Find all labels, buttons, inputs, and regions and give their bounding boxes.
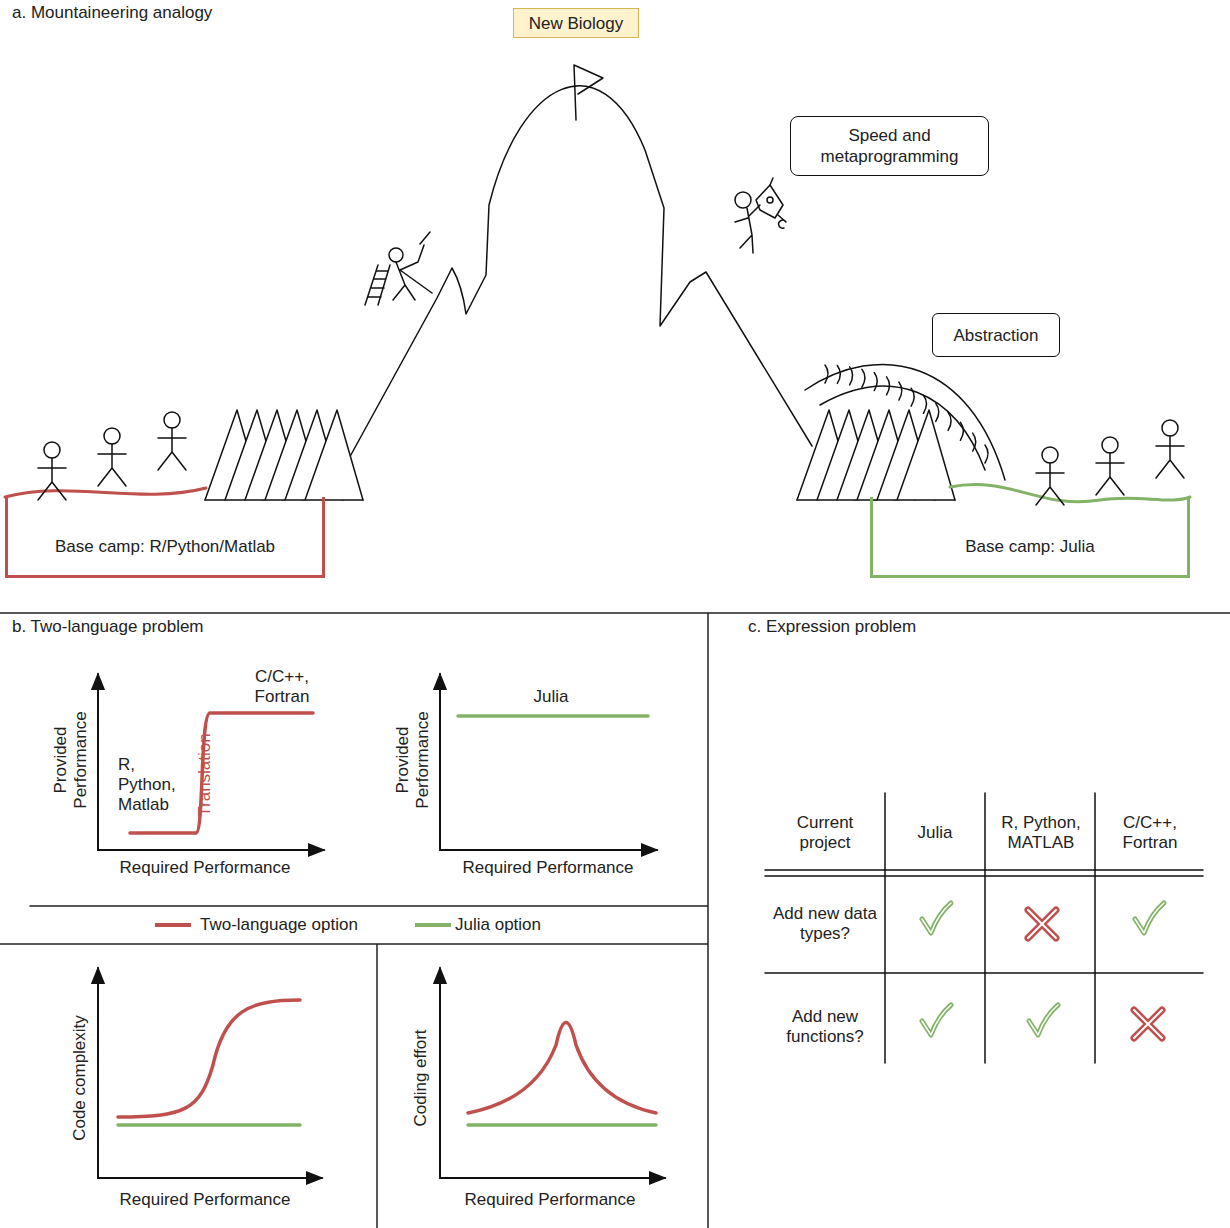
mountain	[347, 86, 812, 462]
axis-label: Required Performance	[448, 858, 648, 878]
check-mark	[922, 1005, 951, 1035]
table-marks	[922, 903, 1164, 1038]
rib	[923, 395, 926, 413]
body	[98, 444, 126, 486]
rib	[850, 367, 853, 385]
axis-label: Coding effort	[411, 1003, 431, 1153]
table-cell: Add new data types?	[770, 904, 880, 944]
table-cell: Current project	[775, 813, 875, 853]
tents	[797, 410, 955, 500]
ground-left	[5, 488, 206, 497]
body	[1096, 453, 1124, 495]
panel-title: b. Two-language problem	[12, 617, 204, 637]
tents	[205, 410, 363, 500]
head	[1042, 447, 1058, 463]
head	[164, 412, 180, 428]
rib	[960, 422, 963, 440]
panel-title: c. Expression problem	[748, 617, 916, 637]
table-lines	[765, 793, 1203, 1063]
head	[44, 442, 60, 458]
axis-label: R, Python, Matlab	[118, 755, 188, 815]
cross-mark	[1028, 910, 1056, 938]
callout-box: New Biology	[513, 8, 639, 38]
panel-title: a. Mountaineering analogy	[12, 3, 212, 23]
rib	[936, 403, 939, 421]
cross-mark	[1028, 910, 1056, 938]
body	[158, 428, 186, 470]
rocket-rider	[735, 178, 786, 253]
node-text: New Biology	[529, 13, 624, 34]
base-camp: Base camp: Julia	[870, 497, 1190, 578]
legend-text: Two-language option	[200, 915, 358, 935]
check-mark	[1029, 1005, 1058, 1035]
rib	[825, 365, 828, 383]
tent	[305, 410, 363, 500]
axis-label: C/C++, Fortran	[227, 667, 337, 707]
chart-curves	[118, 713, 656, 1125]
axis-label: Provided Performance	[393, 705, 433, 815]
table-cell: C/C++, Fortran	[1100, 813, 1200, 853]
tent-base	[205, 499, 363, 501]
arch-bridge	[805, 364, 1005, 480]
stick-figures	[38, 412, 1184, 505]
axis-label: Code complexity	[70, 1003, 90, 1153]
legend-swatch	[155, 923, 191, 927]
node-text: Base camp: Julia	[965, 536, 1094, 557]
rib	[899, 382, 902, 400]
legend-text: Julia option	[455, 915, 541, 935]
check-mark	[1029, 1005, 1058, 1035]
node-text: Base camp: R/Python/Matlab	[55, 536, 275, 557]
chart-axes	[98, 674, 665, 1178]
body	[1036, 463, 1064, 505]
rib	[985, 445, 988, 463]
check-mark	[1135, 903, 1164, 933]
rib	[837, 365, 840, 383]
axis-label: Required Performance	[450, 1190, 650, 1210]
head	[1102, 437, 1118, 453]
rib	[948, 412, 951, 430]
table-cell: Julia	[890, 823, 980, 843]
table-cell: Add new functions?	[770, 1007, 880, 1047]
tent-base	[797, 499, 955, 501]
panel-dividers	[0, 613, 1230, 1228]
flag	[574, 65, 603, 120]
rib	[874, 373, 877, 391]
check-mark	[1135, 903, 1164, 933]
rib	[887, 377, 890, 395]
legend-swatch	[415, 923, 451, 927]
body	[38, 458, 66, 500]
node-text: Abstraction	[953, 325, 1038, 346]
body	[1156, 436, 1184, 478]
tent	[897, 410, 955, 500]
axis-label: Provided Performance	[51, 705, 91, 815]
axis-label: Translation	[195, 725, 215, 825]
callout-box: Speed and metaprogramming	[790, 116, 989, 176]
cross-mark	[1134, 1010, 1162, 1038]
base-camp: Base camp: R/Python/Matlab	[5, 497, 325, 578]
axis-label: Required Performance	[105, 858, 305, 878]
check-mark	[922, 903, 951, 933]
rib	[911, 388, 914, 406]
table-cell: R, Python, MATLAB	[991, 813, 1091, 853]
rib	[862, 369, 865, 387]
callout-box: Abstraction	[932, 313, 1060, 357]
axis-label: Required Performance	[105, 1190, 305, 1210]
cross-mark	[1134, 1010, 1162, 1038]
node-text: Speed and metaprogramming	[791, 125, 988, 167]
ladder-climber	[365, 232, 432, 305]
check-mark	[922, 903, 951, 933]
check-mark	[922, 1005, 951, 1035]
ground-right	[950, 484, 1190, 501]
axis-label: Julia	[511, 687, 591, 707]
head	[104, 428, 120, 444]
head	[1162, 420, 1178, 436]
rib	[973, 433, 976, 451]
